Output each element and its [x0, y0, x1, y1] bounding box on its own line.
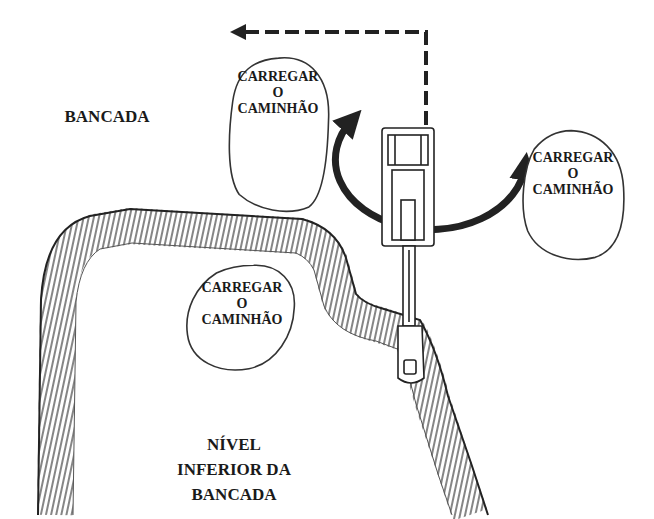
- truck-outline-path: [229, 58, 328, 211]
- truck-outline-path: [523, 131, 624, 260]
- bench-crest: [38, 209, 488, 515]
- truck-label: CARREGAR O CAMINHÃO: [202, 280, 283, 328]
- truck-outline: CARREGAR O CAMINHÃO: [519, 128, 628, 260]
- bench-face: [55, 226, 470, 515]
- truck-outline-path: [187, 265, 295, 370]
- truck-label: CARREGAR O CAMINHÃO: [533, 150, 614, 198]
- area-label: NÍVEL INFERIOR DA BANCADA: [170, 432, 298, 507]
- bench-toe: [73, 243, 452, 515]
- truck-label: CARREGAR O CAMINHÃO: [238, 69, 319, 117]
- truck-outline: CARREGAR O CAMINHÃO: [184, 262, 300, 372]
- travel-arrow: [238, 32, 426, 125]
- area-label: BANCADA: [52, 104, 162, 129]
- shovel-symbol: [382, 128, 434, 383]
- truck-outline: CARREGAR O CAMINHÃO: [224, 55, 333, 210]
